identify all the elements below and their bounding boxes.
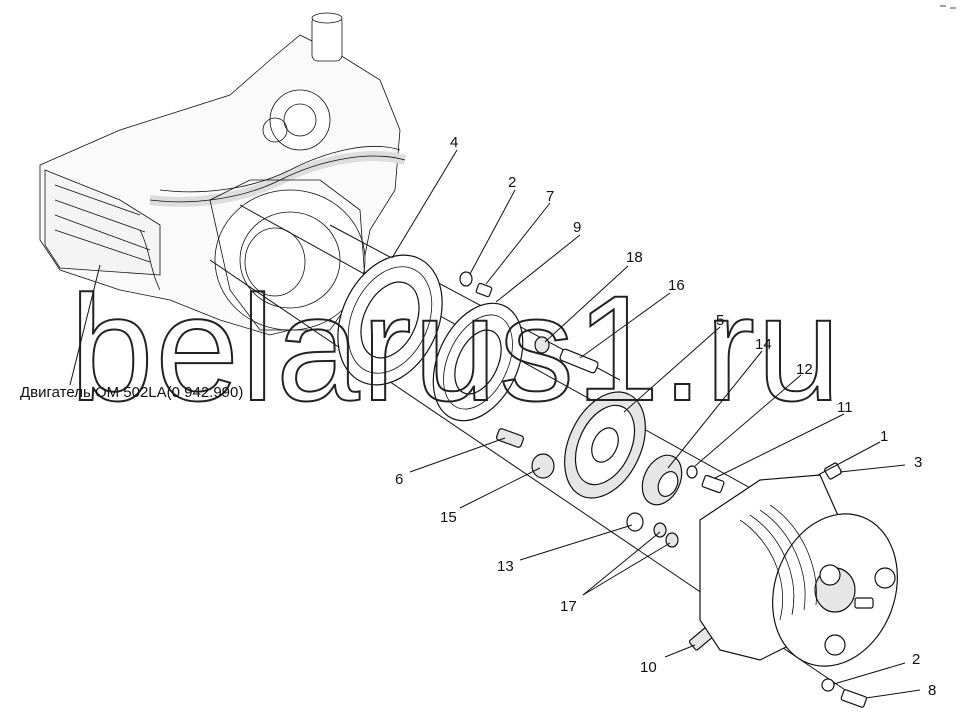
part-flange-14 <box>641 454 683 506</box>
callout-labels: 4 2 7 9 18 16 5 14 12 11 1 3 6 15 13 17 … <box>395 134 936 699</box>
callout-3: 3 <box>914 454 922 471</box>
leader-lines <box>69 149 921 699</box>
engine-drawing <box>39 12 407 336</box>
callout-4: 4 <box>450 134 458 151</box>
callout-16: 16 <box>668 277 685 294</box>
part-housing-1 <box>699 474 898 667</box>
small-parts <box>459 271 868 708</box>
callout-18: 18 <box>626 249 643 266</box>
callout-7: 7 <box>546 188 554 205</box>
watermark-text: belarus1.ru <box>70 264 842 432</box>
callout-5: 5 <box>716 312 724 329</box>
engine-caption: Двигатель OM 502LA(0 942.990) <box>20 384 243 401</box>
callout-11: 11 <box>837 399 853 416</box>
callout-12: 12 <box>796 361 813 378</box>
callout-13: 13 <box>497 558 514 575</box>
part-hub-disc-5 <box>564 391 646 499</box>
part-flexplate-4 <box>337 254 443 386</box>
callout-2: 2 <box>508 174 516 191</box>
callout-14: 14 <box>755 336 772 353</box>
callout-15: 15 <box>440 509 457 526</box>
corner-mark <box>940 5 956 9</box>
callout-9: 9 <box>573 219 581 236</box>
part-plate-9 <box>432 302 524 422</box>
callout-17: 17 <box>560 598 577 615</box>
callout-2b: 2 <box>912 651 920 668</box>
callout-6: 6 <box>395 471 403 488</box>
callout-1: 1 <box>880 428 888 445</box>
callout-8: 8 <box>928 682 936 699</box>
callout-10: 10 <box>640 659 657 676</box>
